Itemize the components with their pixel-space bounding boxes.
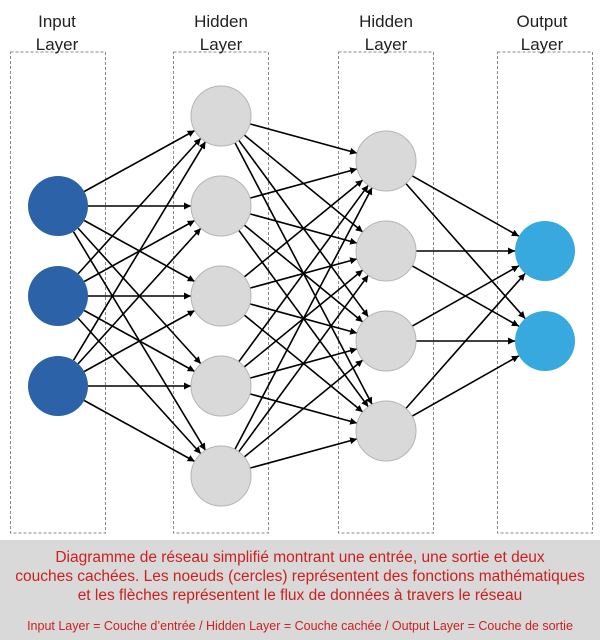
- layer-title-hidden-2: Hidden Layer: [331, 10, 441, 56]
- layer-box-output: [497, 51, 593, 534]
- node-input-2: [28, 266, 88, 326]
- node-output-2: [515, 311, 575, 371]
- edge-input-3-to-hidden-1-2: [77, 227, 202, 365]
- node-hidden-1-3: [190, 265, 252, 327]
- edge-input-3-to-hidden-1-5: [83, 399, 196, 463]
- edge-hidden-1-2-to-hidden-2-1: [249, 167, 358, 199]
- layer-box-hidden-1: [173, 51, 269, 534]
- edge-hidden-1-5-to-hidden-2-2: [238, 274, 369, 453]
- caption-line-3: et les flèches représentent le flux de d…: [77, 587, 523, 604]
- edge-hidden-2-3-to-output-1: [411, 265, 520, 327]
- node-hidden-2-4: [355, 400, 417, 462]
- layer-title-hidden-1-line1: Hidden: [194, 12, 248, 31]
- caption-description: Diagramme de réseau simplifié montrant u…: [0, 548, 600, 605]
- edge-hidden-1-5-to-hidden-2-4: [249, 437, 358, 469]
- layer-title-input-line2: Layer: [35, 35, 79, 54]
- edge-hidden-1-3-to-hidden-2-1: [243, 179, 364, 278]
- edge-hidden-1-4-to-hidden-2-1: [238, 184, 369, 363]
- layer-title-input-line1: Input: [38, 12, 76, 31]
- caption-panel: Diagramme de réseau simplifié montrant u…: [0, 540, 600, 640]
- caption-legend: Input Layer = Couche d’entrée / Hidden L…: [27, 619, 573, 633]
- layer-title-output-line2: Layer: [520, 35, 564, 54]
- caption-line-1: Diagramme de réseau simplifié montrant u…: [55, 549, 545, 566]
- layer-title-hidden-1: Hidden Layer: [166, 10, 276, 56]
- layer-title-output: Output Layer: [487, 10, 597, 56]
- node-hidden-1-2: [190, 175, 252, 237]
- node-hidden-2-3: [355, 310, 417, 372]
- edge-input-2-to-hidden-1-1: [77, 137, 202, 275]
- layer-title-hidden-2-line1: Hidden: [359, 12, 413, 31]
- layer-title-output-line1: Output: [516, 12, 568, 31]
- node-input-3: [28, 356, 88, 416]
- node-output-1: [515, 221, 575, 281]
- edge-hidden-2-1-to-output-1: [411, 175, 520, 237]
- edge-hidden-2-4-to-output-1: [405, 272, 526, 410]
- layer-title-hidden-2-line2: Layer: [364, 35, 408, 54]
- edge-hidden-1-5-to-hidden-2-3: [243, 359, 364, 458]
- edge-hidden-1-5-to-hidden-2-1: [234, 187, 373, 450]
- layer-title-hidden-1-line2: Layer: [199, 35, 243, 54]
- caption-line-2: couches cachées. Les noeuds (cercles) re…: [15, 568, 585, 585]
- node-input-1: [28, 176, 88, 236]
- edge-hidden-1-1-to-hidden-2-1: [249, 123, 358, 155]
- edge-input-3-to-hidden-1-1: [72, 141, 207, 361]
- node-hidden-1-4: [190, 355, 252, 417]
- edge-input-3-to-hidden-1-3: [83, 309, 196, 373]
- node-hidden-2-2: [355, 220, 417, 282]
- node-hidden-1-1: [190, 85, 252, 147]
- network-diagram: [10, 51, 593, 534]
- layer-box-hidden-2: [338, 51, 434, 534]
- layer-box-input: [10, 51, 106, 534]
- node-hidden-1-5: [190, 445, 252, 507]
- node-hidden-2-1: [355, 130, 417, 192]
- edge-input-1-to-hidden-1-1: [83, 129, 196, 193]
- layer-title-input: Input Layer: [2, 10, 112, 56]
- edge-hidden-2-4-to-output-2: [411, 355, 520, 417]
